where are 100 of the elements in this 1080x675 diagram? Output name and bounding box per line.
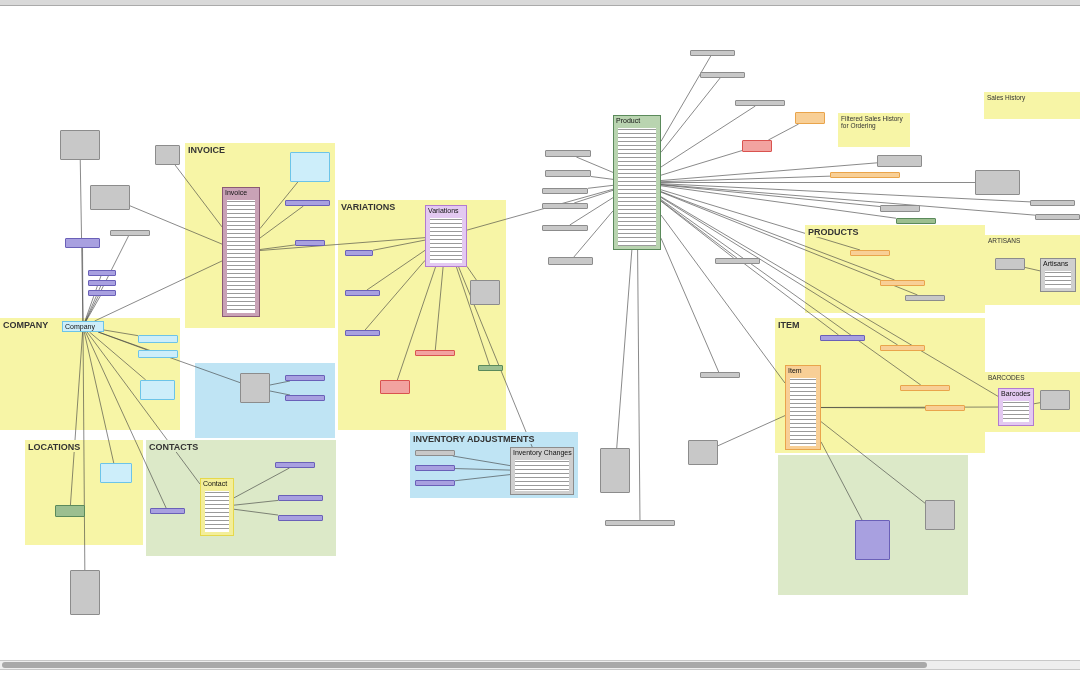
relationship-line (174, 164, 223, 228)
table-bar (925, 500, 955, 530)
relationship-line (456, 266, 490, 366)
relationship-line (660, 196, 999, 397)
relationship-line (660, 77, 721, 153)
table-bar (880, 345, 925, 351)
table-bar (138, 350, 178, 358)
relationship-line (660, 55, 712, 142)
relationship-line (82, 247, 84, 322)
relationship-line (466, 266, 477, 281)
relationship-line (1024, 267, 1041, 272)
group-area (410, 432, 578, 498)
table-bar (545, 150, 591, 157)
relationship-line (660, 237, 719, 373)
relationship-line (466, 188, 614, 231)
table-bar (345, 330, 380, 336)
table-bar (1030, 200, 1075, 206)
relationship-line (587, 185, 614, 189)
table-bar (55, 505, 85, 517)
relationship-line (85, 295, 101, 322)
table-bar (830, 172, 900, 178)
relationship-line (820, 421, 926, 504)
table-bar (545, 170, 591, 177)
relationship-line (269, 390, 291, 396)
table-bar (278, 515, 323, 521)
relationship-line (660, 183, 1031, 203)
relationship-line (97, 331, 148, 351)
relationship-line (576, 156, 614, 173)
relationship-line (660, 191, 895, 281)
relationship-line (259, 205, 304, 239)
table-bar (600, 448, 630, 493)
table-bar (478, 365, 503, 371)
table-bar (877, 155, 922, 167)
table-bar (742, 140, 772, 152)
table-bar (548, 257, 593, 265)
table-bar (1035, 214, 1080, 220)
relationship-line (660, 105, 756, 168)
table-bar (900, 385, 950, 391)
relationship-line (660, 182, 976, 183)
table-bar (415, 465, 455, 471)
relationship-line (233, 508, 279, 516)
table-bar (295, 240, 325, 246)
group-area (985, 235, 1080, 305)
table-box (222, 187, 260, 317)
table-bar (415, 350, 455, 356)
table-bar (345, 290, 380, 296)
table-bar (100, 463, 132, 483)
group-area (0, 318, 180, 430)
group-area (146, 440, 336, 556)
relationship-line (364, 260, 426, 331)
relationship-line (660, 185, 897, 219)
relationship-line (454, 468, 511, 471)
table-bar (735, 100, 785, 106)
group-title: INVENTORY ADJUSTMENTS (410, 432, 538, 445)
group-area (775, 318, 985, 453)
table-bar (605, 520, 675, 526)
relationship-line (820, 406, 999, 408)
table-bar (896, 218, 936, 224)
relationship-line (259, 244, 296, 250)
table-bar (995, 258, 1025, 270)
relationship-line (259, 237, 426, 251)
table-bar (925, 405, 965, 411)
table-bar (70, 570, 100, 615)
relationship-line (372, 239, 426, 251)
relationship-line (98, 331, 241, 383)
table-bar (688, 440, 718, 465)
table-bar (795, 112, 825, 124)
table-bar (88, 280, 116, 286)
table-bar (150, 508, 185, 514)
relationship-line (94, 260, 223, 322)
relationship-line (660, 184, 1036, 216)
table-bar (88, 290, 116, 296)
table-bar (975, 170, 1020, 195)
relationship-line (717, 415, 786, 447)
table-bar (855, 520, 890, 560)
table-box (425, 205, 467, 267)
relationship-line (233, 500, 279, 506)
relationship-line (660, 191, 918, 296)
table-bar (542, 203, 588, 209)
relationship-line (660, 199, 922, 386)
table-bar (140, 380, 175, 400)
relationship-line (660, 197, 898, 346)
table-bar (715, 258, 760, 264)
relationship-line (458, 266, 533, 448)
relationship-line (434, 266, 444, 351)
table-bar (380, 380, 410, 394)
relationship-line (820, 441, 863, 521)
table-bar (415, 480, 455, 486)
group-area (985, 372, 1080, 432)
group-area (984, 92, 1080, 119)
table-bar (285, 200, 330, 206)
table-bar (275, 462, 315, 468)
table-bar (285, 375, 325, 381)
table-bar (820, 335, 865, 341)
group-area (25, 440, 143, 545)
table-bar (138, 335, 178, 343)
relationship-line (637, 249, 641, 521)
table-bar (415, 450, 455, 456)
group-area (185, 143, 335, 328)
relationship-line (269, 380, 291, 386)
